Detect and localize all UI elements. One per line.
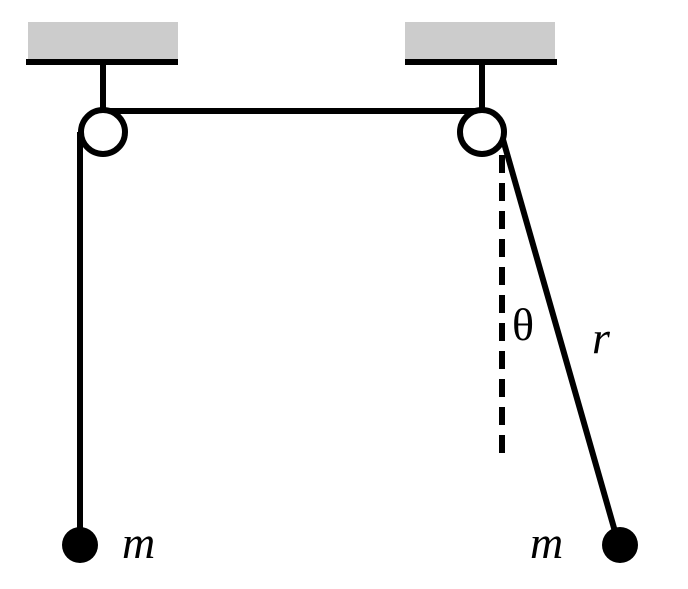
pendulum-string [499, 135, 621, 543]
length-label: r [592, 312, 611, 363]
left-pulley [78, 107, 128, 157]
right-ceiling-support [405, 22, 557, 112]
left-ceiling-support [26, 22, 178, 112]
left-mass-label: m [122, 517, 155, 568]
right-ceiling-block [405, 22, 555, 60]
right-pulley [457, 107, 507, 157]
right-mass-label: m [530, 517, 563, 568]
angle-label: θ [512, 299, 534, 350]
left-ceiling-block [28, 22, 178, 60]
left-mass-dot [62, 527, 98, 563]
right-mass-dot [602, 527, 638, 563]
